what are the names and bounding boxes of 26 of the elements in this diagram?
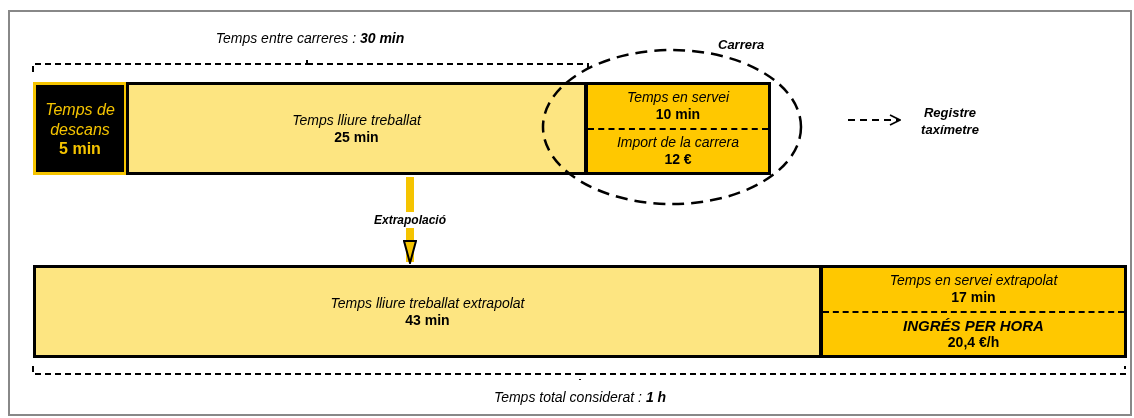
income-box — [820, 265, 1127, 358]
dimension-label: Temps entre carreres : 30 min — [215, 30, 405, 46]
value-text: 5 min — [59, 140, 101, 157]
item-title: Temps lliure treballat extrapolat — [330, 294, 525, 312]
rest-time-box — [33, 82, 127, 175]
value-text: 43 min — [405, 311, 450, 329]
item-title: Temps de descans — [44, 100, 116, 140]
ride-box — [585, 82, 771, 175]
value-text: 25 min — [334, 128, 379, 146]
item-title: Registre taxímetre — [920, 104, 980, 138]
time-bar — [126, 82, 587, 175]
dimension-label: Temps total considerat : 1 h — [493, 389, 667, 405]
group-title: Carrera — [718, 36, 765, 53]
item-title: INGRÉS PER HORA — [903, 316, 1044, 334]
item-title: Import de la carrera — [616, 133, 740, 151]
time-bar — [33, 265, 822, 358]
value-text: 20,4 €/h — [947, 333, 1000, 351]
value-text: 10 min — [655, 106, 701, 124]
block-arrow — [403, 177, 417, 264]
item-title: Temps lliure treballat — [292, 111, 421, 129]
edge-label: Extrapolació — [371, 212, 449, 228]
value-text: 17 min — [951, 289, 996, 307]
item-title: Temps en servei — [626, 89, 730, 107]
value-text: 12 € — [664, 150, 692, 168]
dashed-arrow — [847, 114, 901, 126]
item-title: Temps en servei extrapolat — [889, 272, 1058, 290]
